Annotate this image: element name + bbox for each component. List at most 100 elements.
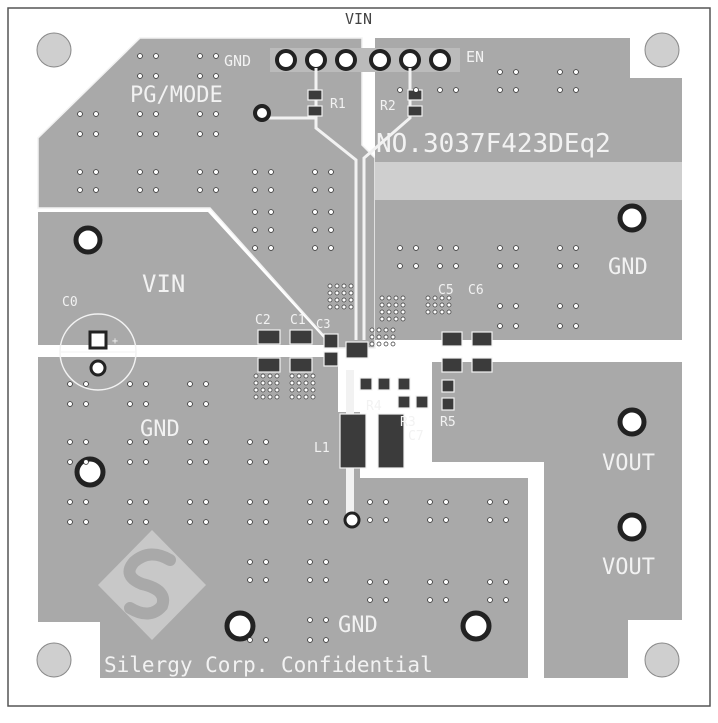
- via: [203, 519, 209, 525]
- via: [497, 245, 503, 251]
- via: [153, 169, 159, 175]
- header-pin: [335, 49, 357, 71]
- via: [307, 519, 313, 525]
- via: [367, 579, 373, 585]
- via: [513, 303, 519, 309]
- via: [427, 517, 433, 523]
- via: [348, 297, 354, 303]
- label-c1: C1: [290, 313, 306, 328]
- via: [513, 69, 519, 75]
- via: [77, 111, 83, 117]
- via: [296, 373, 302, 379]
- via: [400, 295, 406, 301]
- via: [296, 380, 302, 386]
- r1-pad: [307, 89, 323, 101]
- label-r1: R1: [330, 97, 346, 112]
- via: [143, 519, 149, 525]
- via: [267, 394, 273, 400]
- via: [383, 597, 389, 603]
- via: [274, 380, 280, 386]
- label-c0: C0: [62, 295, 78, 310]
- via: [312, 169, 318, 175]
- via: [268, 209, 274, 215]
- via: [143, 401, 149, 407]
- via: [386, 295, 392, 301]
- via: [341, 290, 347, 296]
- via: [137, 187, 143, 193]
- via: [252, 187, 258, 193]
- label-en: EN: [466, 48, 484, 66]
- via: [443, 517, 449, 523]
- via: [127, 499, 133, 505]
- c5-pad: [441, 331, 463, 347]
- testpoint-gnd-bottom-1: [224, 610, 256, 642]
- testpoint-pg: [253, 104, 271, 122]
- via: [427, 597, 433, 603]
- via: [303, 394, 309, 400]
- label-r4: R4: [366, 399, 382, 414]
- mounting-hole-tr: [644, 32, 680, 68]
- via: [367, 499, 373, 505]
- via: [289, 387, 295, 393]
- c2-pad: [257, 329, 281, 345]
- via: [143, 439, 149, 445]
- via: [367, 517, 373, 523]
- via: [263, 637, 269, 643]
- via: [67, 499, 73, 505]
- ic-u1: [345, 341, 369, 359]
- via: [425, 302, 431, 308]
- via: [334, 290, 340, 296]
- via: [369, 341, 375, 347]
- via: [252, 169, 258, 175]
- via-field: [67, 53, 579, 643]
- via: [503, 499, 509, 505]
- via: [307, 559, 313, 565]
- via: [453, 87, 459, 93]
- via: [187, 381, 193, 387]
- mounting-hole-tl: [36, 32, 72, 68]
- via: [557, 87, 563, 93]
- via: [497, 263, 503, 269]
- mounting-hole-bl: [36, 642, 72, 678]
- header-strip: [270, 48, 460, 72]
- via: [573, 69, 579, 75]
- via: [307, 499, 313, 505]
- via: [383, 499, 389, 505]
- via: [573, 303, 579, 309]
- via: [503, 517, 509, 523]
- via: [247, 439, 253, 445]
- via: [557, 245, 563, 251]
- via: [197, 131, 203, 137]
- vout-plane: [432, 362, 682, 678]
- via: [137, 169, 143, 175]
- via: [83, 381, 89, 387]
- via: [307, 637, 313, 643]
- c6-pad: [471, 357, 493, 373]
- label-confidential: Silergy Corp. Confidential: [104, 653, 433, 677]
- via: [247, 499, 253, 505]
- vin-plane: [38, 212, 330, 345]
- via: [197, 169, 203, 175]
- via: [400, 302, 406, 308]
- label-vin-top: VIN: [345, 10, 372, 28]
- via: [390, 327, 396, 333]
- via: [143, 381, 149, 387]
- via: [213, 187, 219, 193]
- via: [497, 303, 503, 309]
- via: [376, 334, 382, 340]
- via: [446, 295, 452, 301]
- label-vout-2: VOUT: [602, 555, 655, 580]
- via: [83, 459, 89, 465]
- via: [252, 209, 258, 215]
- via: [253, 387, 259, 393]
- via: [203, 459, 209, 465]
- silergy-logo: [98, 530, 206, 640]
- via: [197, 53, 203, 59]
- via: [513, 323, 519, 329]
- c2-pad: [257, 357, 281, 373]
- via: [203, 401, 209, 407]
- via: [323, 519, 329, 525]
- via: [487, 499, 493, 505]
- via: [393, 316, 399, 322]
